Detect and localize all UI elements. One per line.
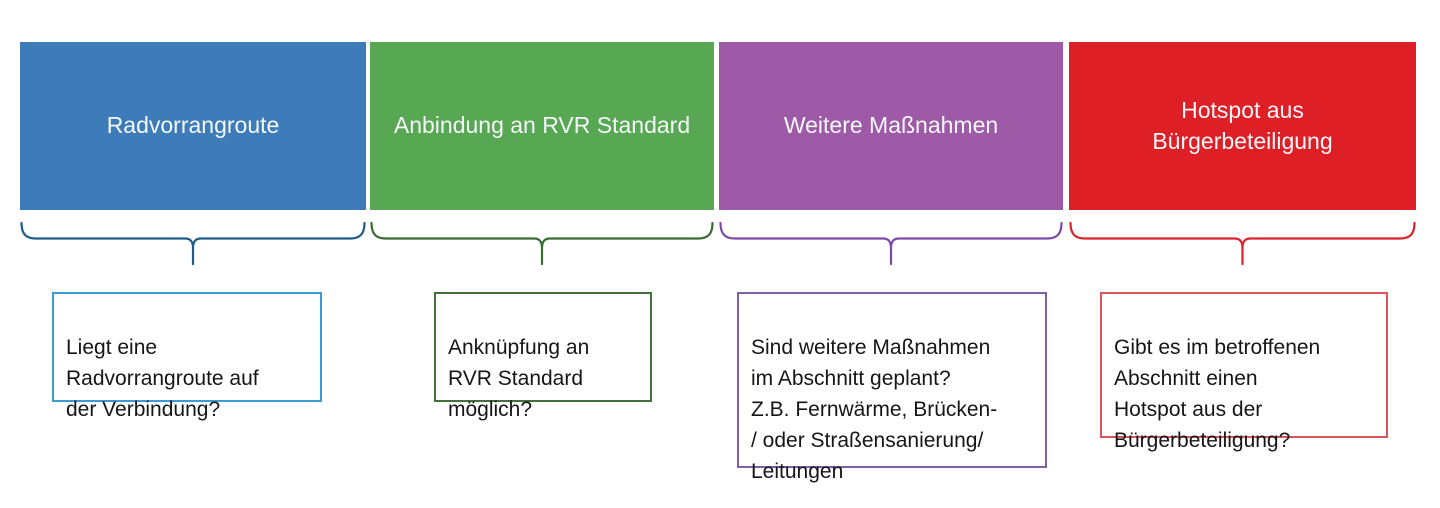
category-header-label: Hotspot aus Bürgerbeteiligung <box>1152 96 1333 154</box>
question-box: Gibt es im betroffenen Abschnitt einen H… <box>1100 292 1388 452</box>
brace-icon <box>1069 222 1416 266</box>
category-column-weitere-massnahmen: Weitere Maßnahmen Sind weitere Maßnahmen… <box>719 0 1063 508</box>
brace-icon <box>719 222 1063 266</box>
question-text: Liegt eine Radvorrangroute auf der Verbi… <box>66 336 259 421</box>
category-column-radvorrangroute: Radvorrangroute Liegt eine Radvorrangrou… <box>20 0 366 508</box>
category-header-box: Hotspot aus Bürgerbeteiligung <box>1069 42 1416 210</box>
category-header-label: Radvorrangroute <box>106 112 280 139</box>
category-header-box: Weitere Maßnahmen <box>719 42 1063 210</box>
brace-icon <box>20 222 366 266</box>
question-text: Anknüpfung an RVR Standard möglich? <box>448 336 590 421</box>
question-box: Anknüpfung an RVR Standard möglich? <box>434 292 652 421</box>
question-box: Sind weitere Maßnahmen im Abschnitt gepl… <box>737 292 1047 483</box>
category-header-box: Radvorrangroute <box>20 42 366 210</box>
question-text: Gibt es im betroffenen Abschnitt einen H… <box>1114 336 1321 452</box>
category-column-hotspot: Hotspot aus Bürgerbeteiligung Gibt es im… <box>1069 0 1416 508</box>
question-text: Sind weitere Maßnahmen im Abschnitt gepl… <box>751 336 998 483</box>
brace-icon <box>370 222 714 266</box>
category-header-box: Anbindung an RVR Standard <box>370 42 714 210</box>
category-column-anbindung-rvr: Anbindung an RVR Standard Anknüpfung an … <box>370 0 714 508</box>
category-header-label: Weitere Maßnahmen <box>783 112 999 139</box>
category-header-label: Anbindung an RVR Standard <box>393 112 691 139</box>
question-box: Liegt eine Radvorrangroute auf der Verbi… <box>52 292 322 421</box>
